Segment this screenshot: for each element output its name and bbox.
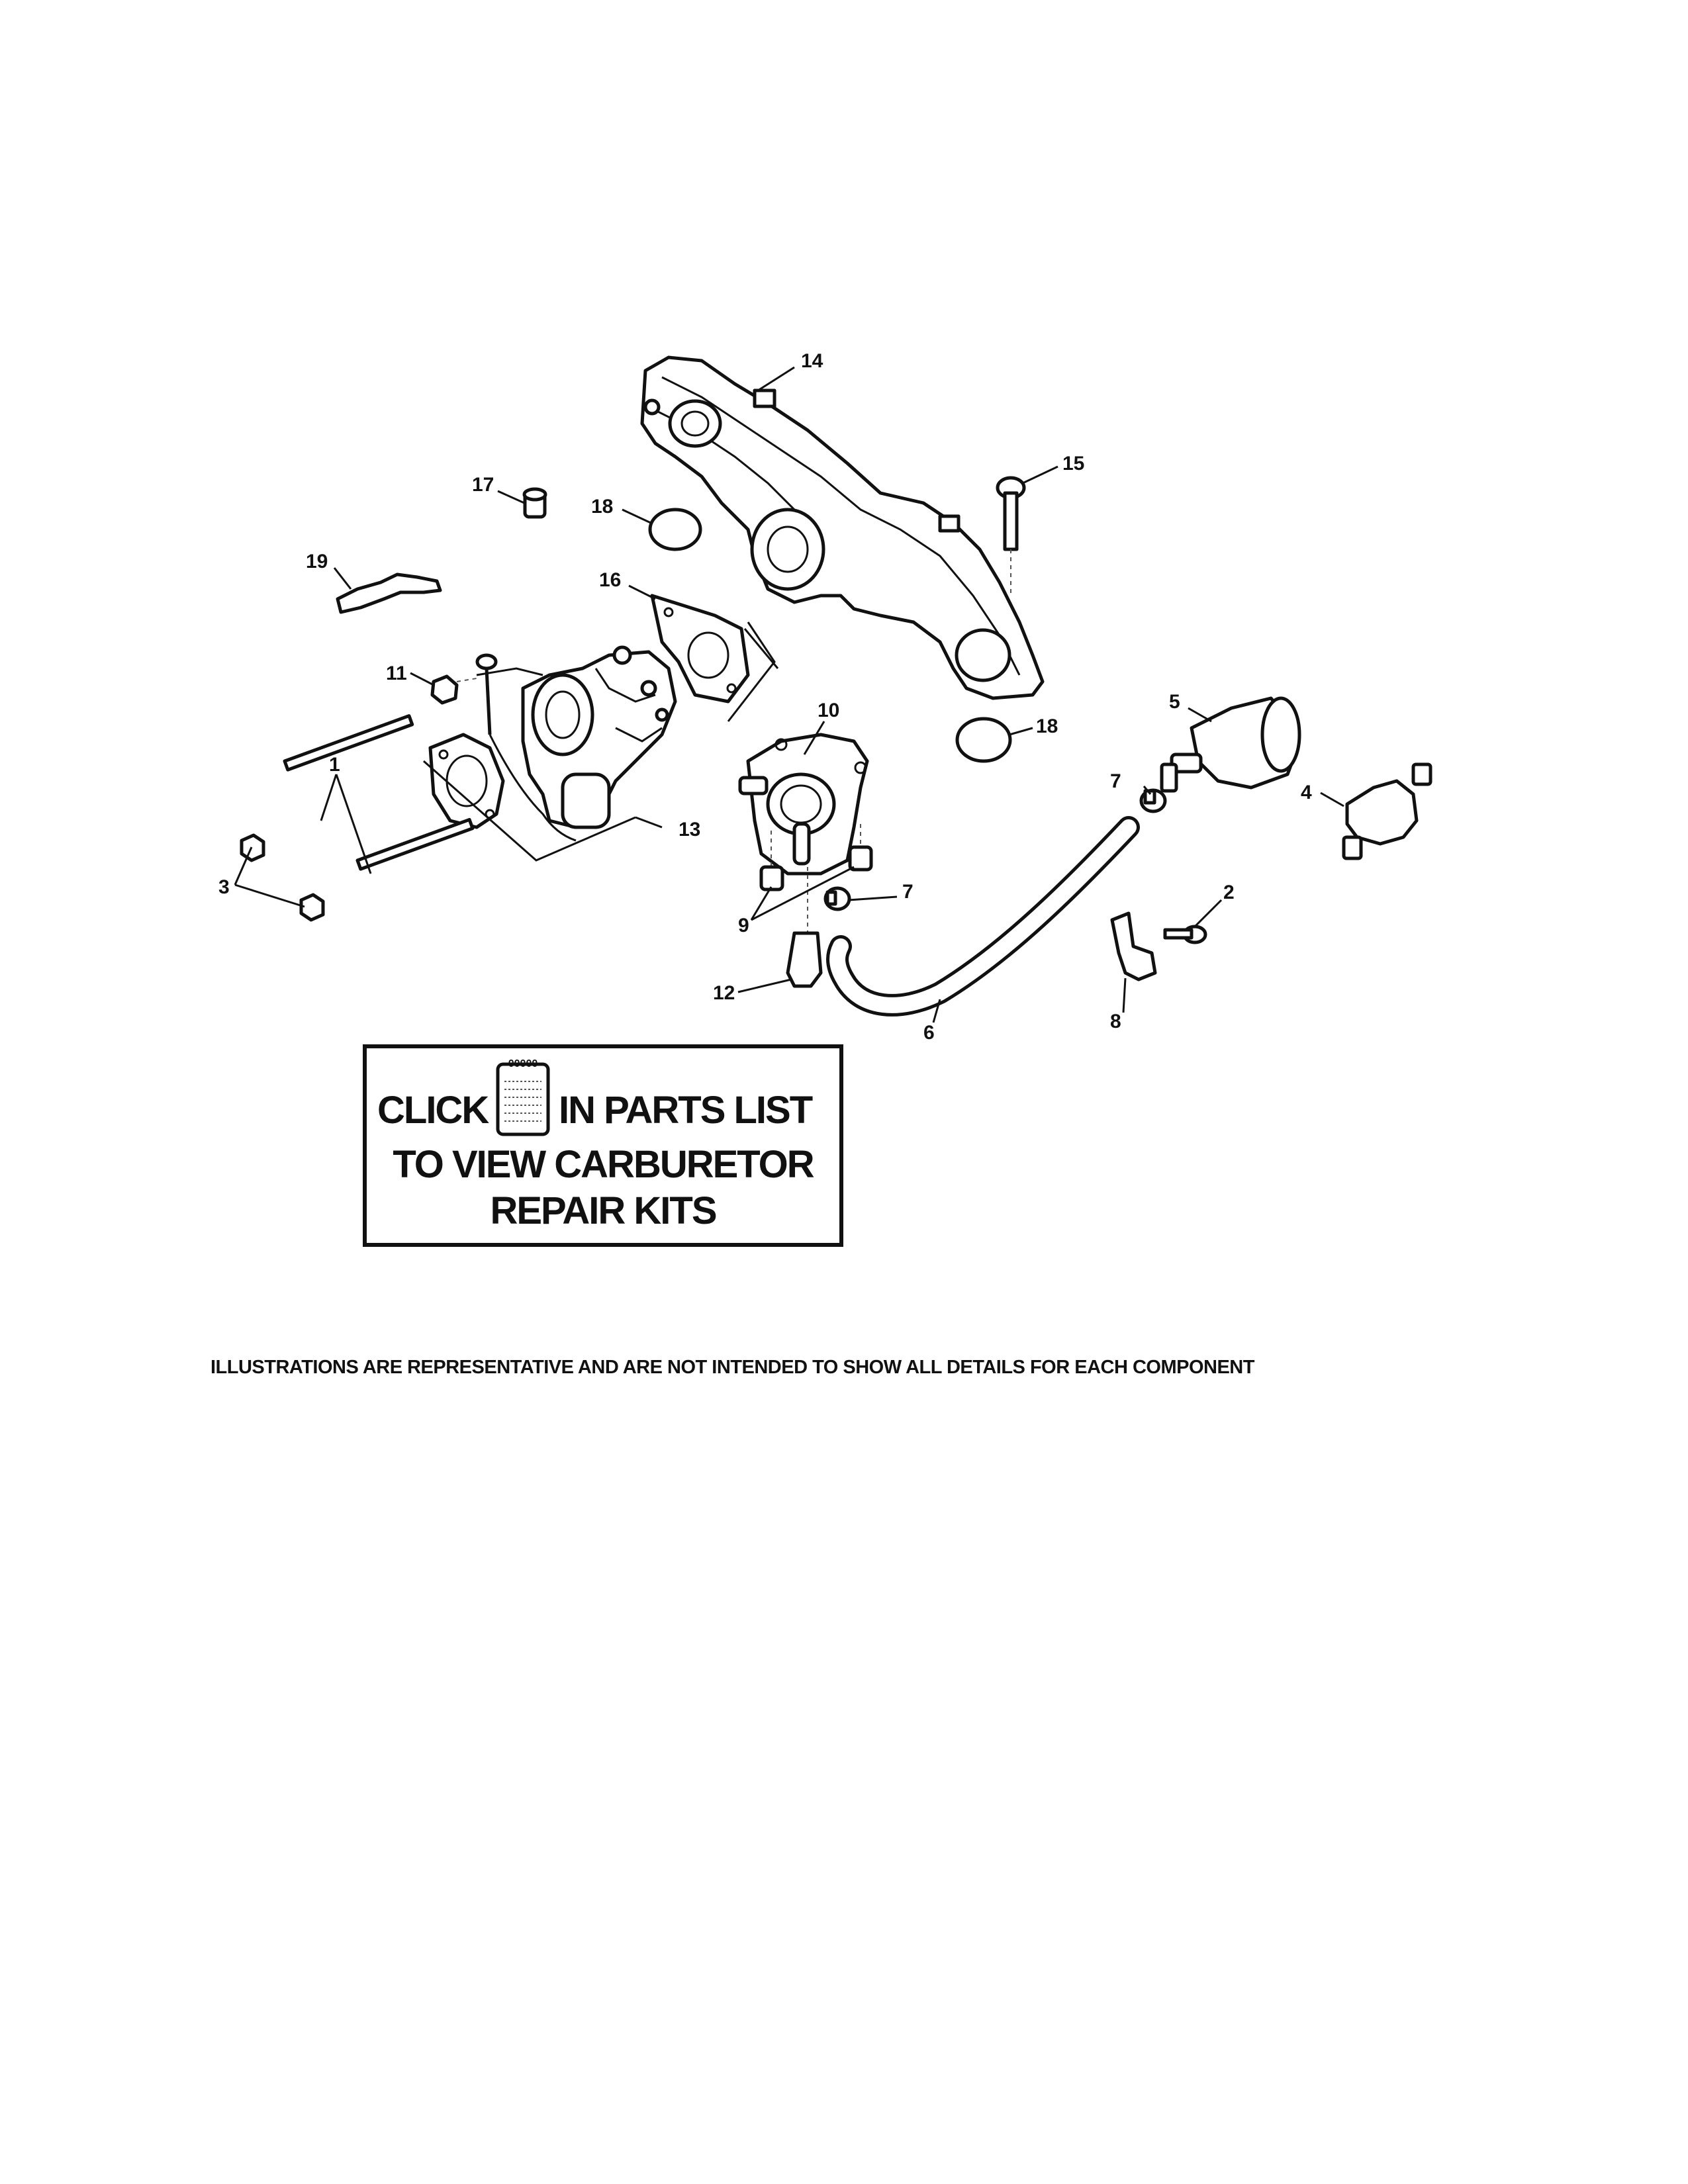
notice-line-2: TO VIEW CARBURETOR bbox=[393, 1143, 814, 1186]
notice-parts-list-text: IN PARTS LIST bbox=[559, 1089, 813, 1132]
leader-lines bbox=[234, 366, 1344, 1023]
part-14-intake-manifold[interactable] bbox=[640, 355, 1045, 700]
callout-4: 4 bbox=[1301, 782, 1312, 803]
callout-9: 9 bbox=[738, 915, 749, 936]
part-9-screws[interactable] bbox=[759, 824, 873, 891]
part-11-nut[interactable] bbox=[430, 674, 477, 705]
callout-18-lower: 18 bbox=[1036, 715, 1058, 737]
part-3-nuts[interactable] bbox=[240, 833, 325, 922]
callout-8: 8 bbox=[1110, 1011, 1121, 1032]
part-13-throttle-rod bbox=[475, 653, 577, 842]
callout-11: 11 bbox=[386, 662, 407, 684]
callout-15: 15 bbox=[1062, 453, 1084, 475]
part-1-studs[interactable] bbox=[283, 714, 475, 871]
part-18-o-ring-lower[interactable] bbox=[955, 717, 1012, 763]
callout-6: 6 bbox=[923, 1022, 935, 1044]
part-13-carburetor[interactable] bbox=[476, 645, 677, 829]
part-10-fuel-pump[interactable] bbox=[738, 733, 869, 876]
part-2-bolt[interactable] bbox=[1163, 925, 1207, 944]
part-5-fuel-filter[interactable] bbox=[1160, 696, 1301, 793]
callout-3: 3 bbox=[218, 876, 230, 898]
callout-2: 2 bbox=[1223, 882, 1235, 903]
callout-17: 17 bbox=[472, 474, 494, 496]
part-15-bolt[interactable] bbox=[996, 476, 1026, 596]
part-12-elbow-fitting[interactable] bbox=[786, 867, 823, 988]
notebook-rings: 00000 bbox=[508, 1058, 538, 1069]
callout-18-upper: 18 bbox=[591, 496, 613, 518]
callout-5: 5 bbox=[1169, 691, 1180, 713]
part-13-flange-gasket bbox=[428, 733, 505, 829]
part-8-clip[interactable] bbox=[1110, 911, 1157, 981]
part-13-group-bracket bbox=[423, 621, 776, 862]
callout-7-lower: 7 bbox=[902, 881, 914, 903]
callout-1: 1 bbox=[329, 754, 340, 776]
callout-19: 19 bbox=[306, 551, 328, 572]
part-7-clamp-lower[interactable] bbox=[823, 886, 851, 911]
part-16-gasket[interactable] bbox=[650, 594, 779, 704]
callout-13: 13 bbox=[679, 819, 700, 841]
notice-line-3: REPAIR KITS bbox=[490, 1189, 717, 1232]
callout-7-upper: 7 bbox=[1110, 770, 1121, 792]
illustration-disclaimer: ILLUSTRATIONS ARE REPRESENTATIVE AND ARE… bbox=[211, 1357, 1254, 1378]
part-6-fuel-line[interactable] bbox=[826, 816, 1140, 1017]
part-4-inline-filter[interactable] bbox=[1342, 762, 1432, 860]
callout-16: 16 bbox=[599, 569, 621, 591]
notebook-icon[interactable]: 00000 bbox=[495, 1055, 551, 1137]
callout-12: 12 bbox=[713, 982, 735, 1004]
part-17-fitting[interactable] bbox=[522, 487, 547, 519]
callout-10: 10 bbox=[818, 700, 839, 721]
part-18-o-ring-upper[interactable] bbox=[648, 508, 702, 551]
callout-14: 14 bbox=[801, 350, 823, 372]
carburetor-repair-kits-notice: CLICK 00000 IN PARTS LIST TO VIEW CARBUR… bbox=[363, 1044, 843, 1247]
notice-click-text: CLICK bbox=[377, 1089, 489, 1132]
part-19-hose[interactable] bbox=[336, 572, 442, 614]
part-7-clamp-upper[interactable] bbox=[1139, 788, 1167, 813]
